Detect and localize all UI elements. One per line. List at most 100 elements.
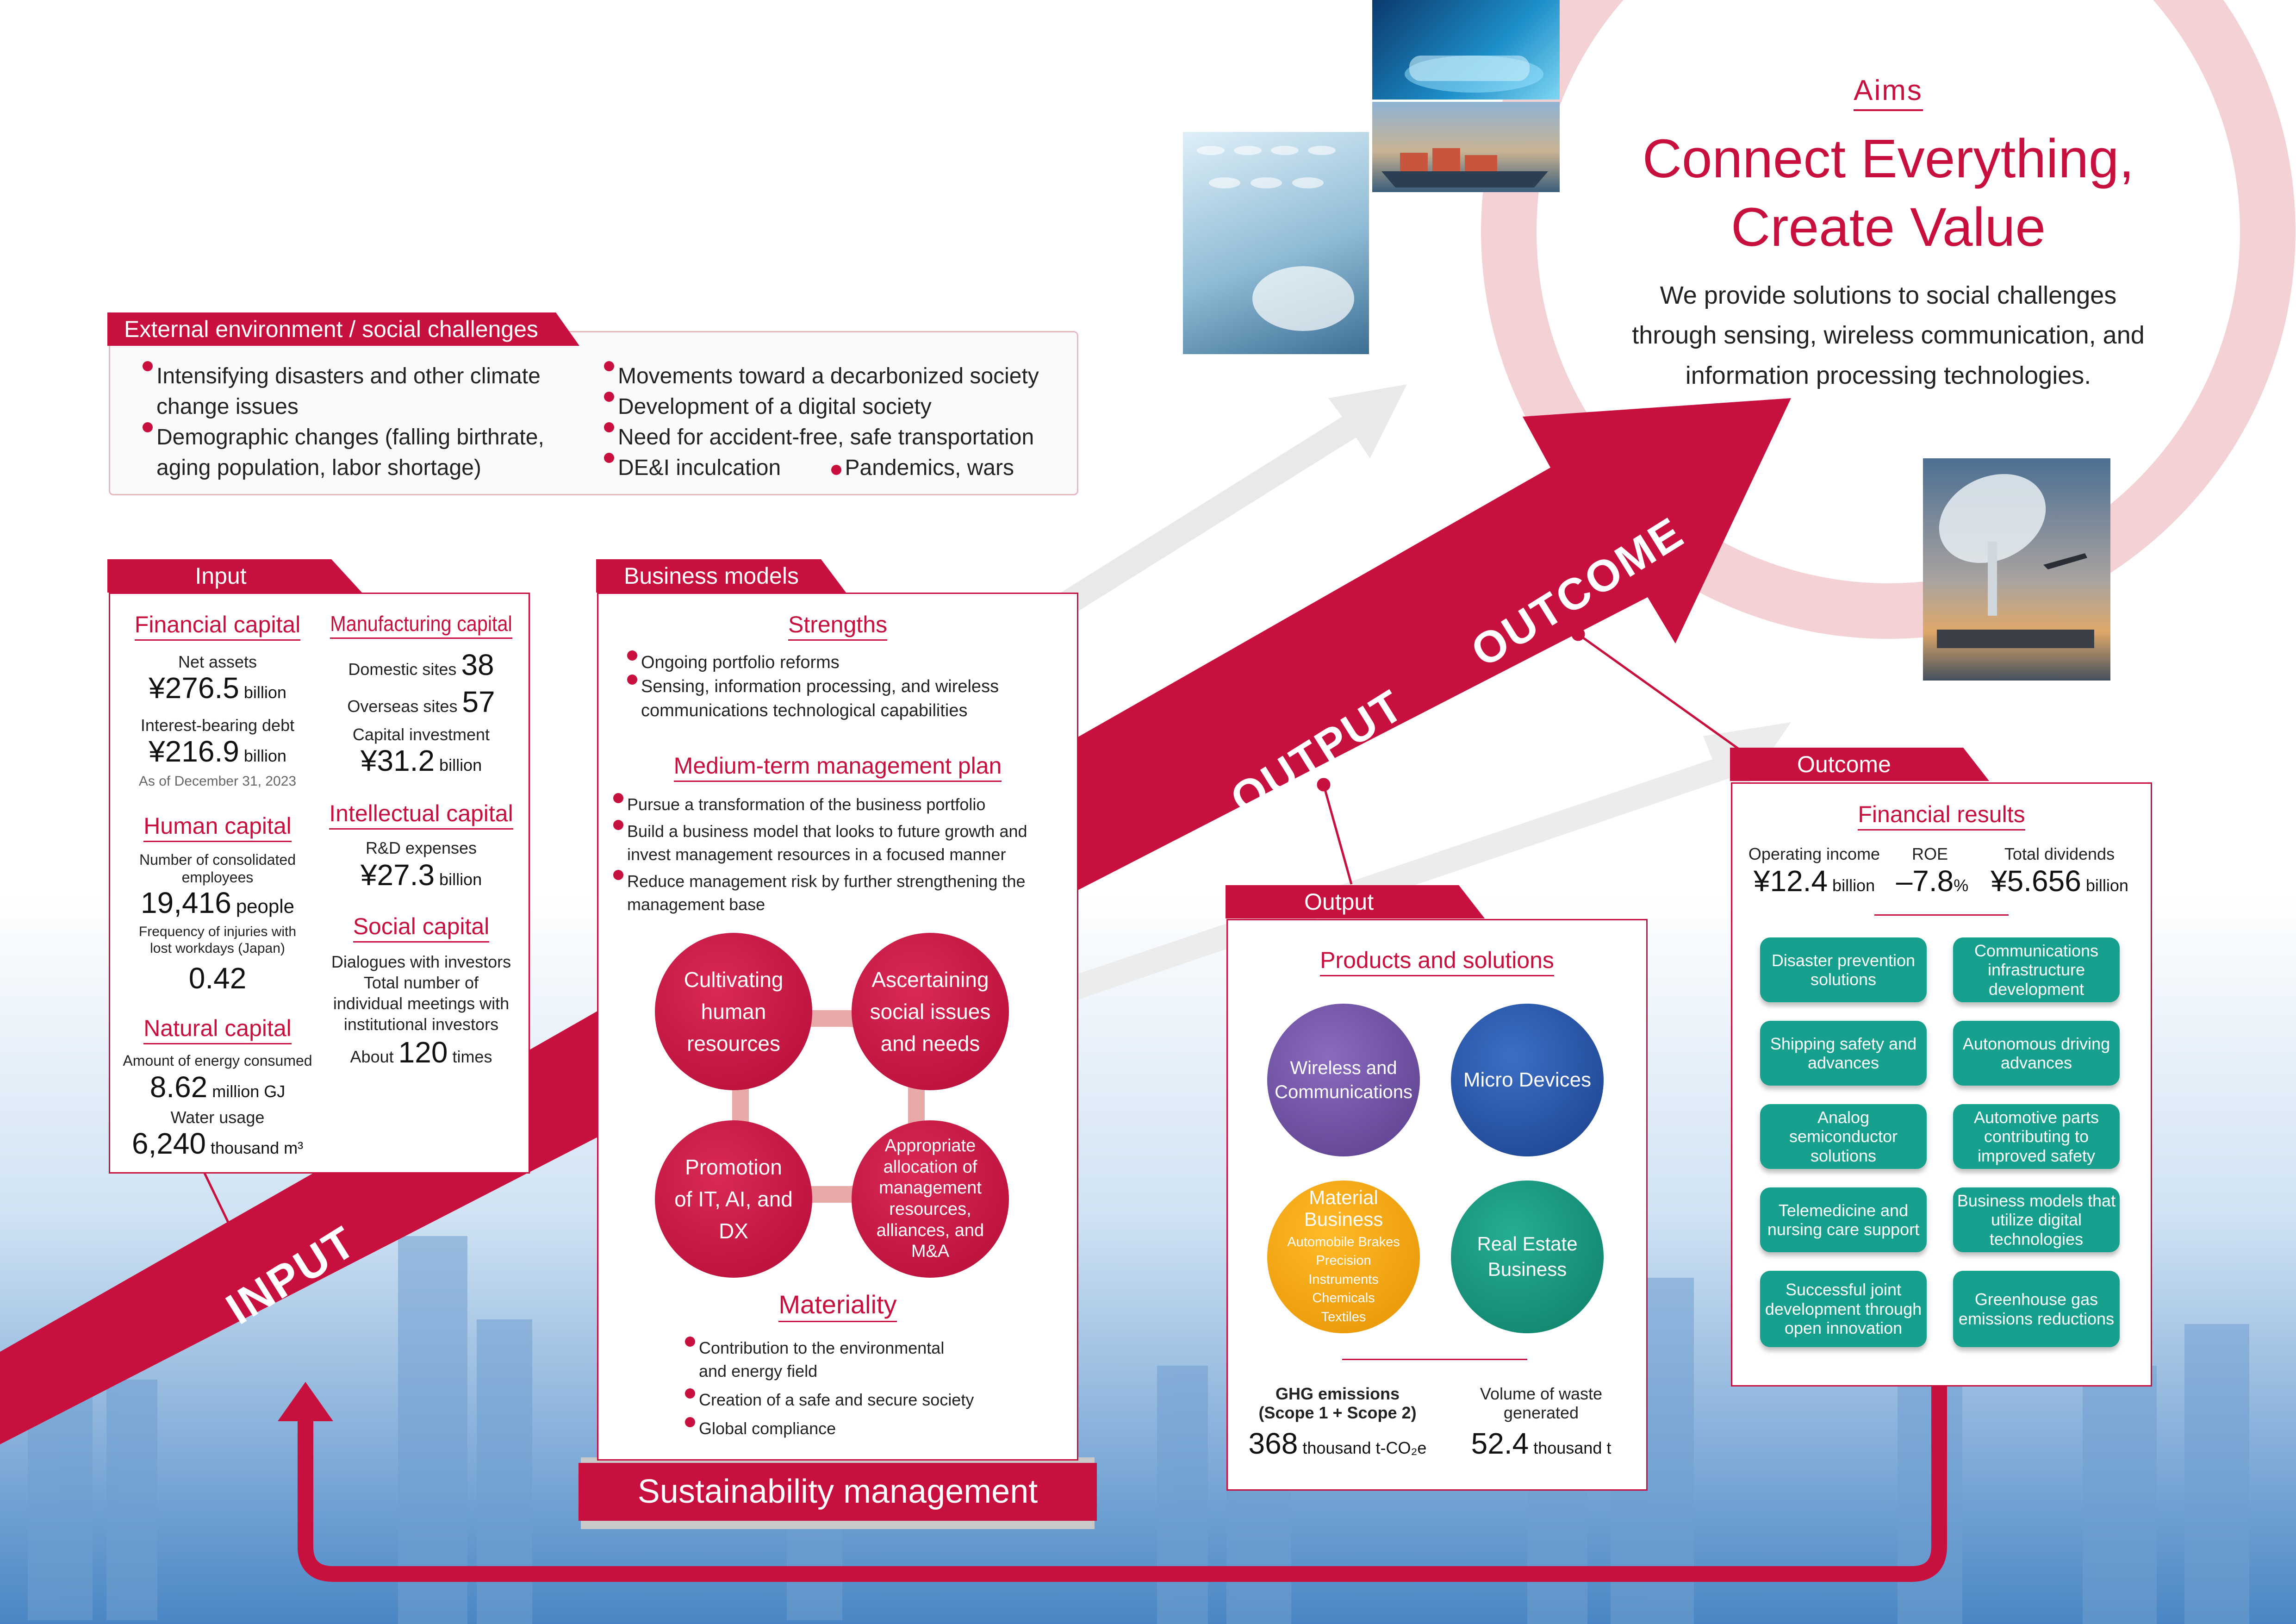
output-divider <box>1342 1359 1527 1360</box>
products-solutions-title: Products and solutions <box>1231 947 1643 976</box>
strength-portfolio: Ongoing portfolio reforms <box>627 650 1067 675</box>
circle-allocation-management-resources: Appropriate allocation of management res… <box>852 1120 1009 1278</box>
tile-automotive-parts-safety: Automotive parts contributing to improve… <box>1953 1104 2120 1169</box>
social-capital-value: About 120 times <box>350 1036 492 1069</box>
social-capital-title: Social capital <box>319 913 523 943</box>
aims-label-text: Aims <box>1854 75 1923 111</box>
as-of-date: As of December 31, 2023 <box>138 774 297 789</box>
medium-term-plan-title: Medium-term management plan <box>602 752 1074 782</box>
aims-text-line1: We provide solutions to social challenge… <box>1660 281 2117 309</box>
outcome-tab: Outcome <box>1730 748 1989 781</box>
plan-item: Build a business model that looks to fut… <box>613 820 1076 866</box>
aims-headline: Connect Everything, Create Value <box>1564 125 2212 262</box>
aims-headline-line2: Create Value <box>1731 196 2046 258</box>
overseas-sites: Overseas sites 57 <box>347 685 495 718</box>
roe-label: ROE <box>1911 844 1948 863</box>
tile-communications-infrastructure: Communications infrastructure developmen… <box>1953 937 2120 1002</box>
external-environment-tab: External environment / social challenges <box>107 312 579 346</box>
rd-value: ¥27.3 billion <box>360 858 482 892</box>
output-tab: Output <box>1226 885 1485 918</box>
intellectual-capital-title: Intellectual capital <box>319 800 523 830</box>
injury-value: 0.42 <box>188 962 247 995</box>
aims-text-line2: through sensing, wireless communication,… <box>1632 321 2145 350</box>
financial-results-title: Financial results <box>1736 801 2147 831</box>
waste-value: 52.4 thousand t <box>1471 1427 1612 1460</box>
tile-joint-development: Successful joint development through ope… <box>1760 1271 1927 1347</box>
circle-cultivating-human-resources: Cultivating human resources <box>655 933 812 1090</box>
capital-investment-label: Capital investment <box>352 725 490 744</box>
dividends-label: Total dividends <box>2004 844 2115 863</box>
rd-label: R&D expenses <box>365 838 477 857</box>
ghg-label: GHG emissions(Scope 1 + Scope 2) <box>1258 1384 1417 1423</box>
external-item-pandemics: Pandemics, wars <box>845 456 1014 480</box>
employees-value: 19,416 people <box>141 886 294 919</box>
tile-greenhouse-gas-reductions: Greenhouse gas emissions reductions <box>1953 1271 2120 1347</box>
lab-medical-photo <box>1183 132 1369 354</box>
medium-term-plan-list: Pursue a transformation of the business … <box>613 793 1076 916</box>
plan-item: Pursue a transformation of the business … <box>613 793 1076 816</box>
sustainability-management-bar: Sustainability management <box>579 1463 1097 1521</box>
circle-promotion-it-ai-dx: Promotion of IT, AI, and DX <box>655 1120 812 1278</box>
tile-disaster-prevention: Disaster prevention solutions <box>1760 937 1927 1002</box>
input-tab: Input <box>107 559 362 593</box>
external-item-decarbonized: Movements toward a decarbonized society <box>604 361 1067 392</box>
energy-value: 8.62 million GJ <box>149 1070 286 1104</box>
materiality-item: Creation of a safe and secure society <box>685 1388 1064 1412</box>
circle-ascertaining-social-issues: Ascertaining social issues and needs <box>852 933 1009 1090</box>
material-business-title: Material Business <box>1304 1187 1383 1230</box>
operating-income-label: Operating income <box>1748 844 1880 863</box>
plan-item: Reduce management risk by further streng… <box>613 870 1076 916</box>
capital-investment-value: ¥31.2 billion <box>360 744 482 777</box>
water-label: Water usage <box>170 1108 265 1127</box>
ghg-value: 368 thousand t-CO₂e <box>1248 1427 1427 1460</box>
operating-income-value: ¥12.4 billion <box>1753 864 1875 898</box>
aims-label: Aims <box>1749 74 2027 111</box>
external-environment-box <box>109 331 1078 495</box>
tile-autonomous-driving: Autonomous driving advances <box>1953 1021 2120 1086</box>
tile-telemedicine-nursing: Telemedicine and nursing care support <box>1760 1187 1927 1252</box>
natural-capital-title: Natural capital <box>120 1015 315 1044</box>
external-list-1: Intensifying disasters and other climate… <box>143 361 582 483</box>
satellite-airplane-photo <box>1923 458 2110 681</box>
tile-shipping-safety: Shipping safety and advances <box>1760 1021 1927 1086</box>
net-assets-label: Net assets <box>178 652 257 671</box>
materiality-item: Global compliance <box>685 1417 1064 1440</box>
external-item-dei: DE&I inculcation Pandemics, wars <box>604 453 1067 483</box>
external-item-climate: Intensifying disasters and other climate… <box>143 361 582 422</box>
strength-technology: Sensing, information processing, and wir… <box>627 675 1067 723</box>
energy-label: Amount of energy consumed <box>123 1052 312 1069</box>
external-item-digital: Development of a digital society <box>604 392 1067 422</box>
aims-description: We provide solutions to social challenge… <box>1564 275 2212 395</box>
circle-wireless-communications: Wireless and Communications <box>1267 1004 1420 1156</box>
net-assets-value: ¥276.5 billion <box>149 671 286 705</box>
strengths-list: Ongoing portfolio reforms Sensing, infor… <box>627 650 1067 723</box>
water-value: 6,240 thousand m³ <box>131 1127 304 1160</box>
domestic-sites: Domestic sites 38 <box>348 648 494 681</box>
circle-real-estate-business: Real Estate Business <box>1451 1181 1604 1333</box>
roe-value: –7.8% <box>1896 864 1969 898</box>
external-item-safe-transport: Need for accident-free, safe transportat… <box>604 422 1067 453</box>
strengths-title: Strengths <box>602 611 1074 641</box>
business-cycle-ring <box>732 1010 925 1203</box>
materiality-title: Materiality <box>602 1289 1074 1322</box>
financial-capital-title: Financial capital <box>120 611 315 641</box>
input-panel <box>109 593 530 1174</box>
cargo-ship-photo <box>1372 102 1560 192</box>
aims-text-line3: information processing technologies. <box>1685 361 2091 389</box>
aims-headline-line1: Connect Everything, <box>1642 128 2134 189</box>
human-capital-title: Human capital <box>120 812 315 842</box>
debt-label: Interest-bearing debt <box>140 716 295 735</box>
external-list-2: Movements toward a decarbonized society … <box>604 361 1067 483</box>
business-models-tab: Business models <box>596 559 846 593</box>
debt-value: ¥216.9 billion <box>149 735 286 768</box>
outcome-divider <box>1874 914 2009 916</box>
tile-analog-semiconductor: Analog semiconductor solutions <box>1760 1104 1927 1169</box>
